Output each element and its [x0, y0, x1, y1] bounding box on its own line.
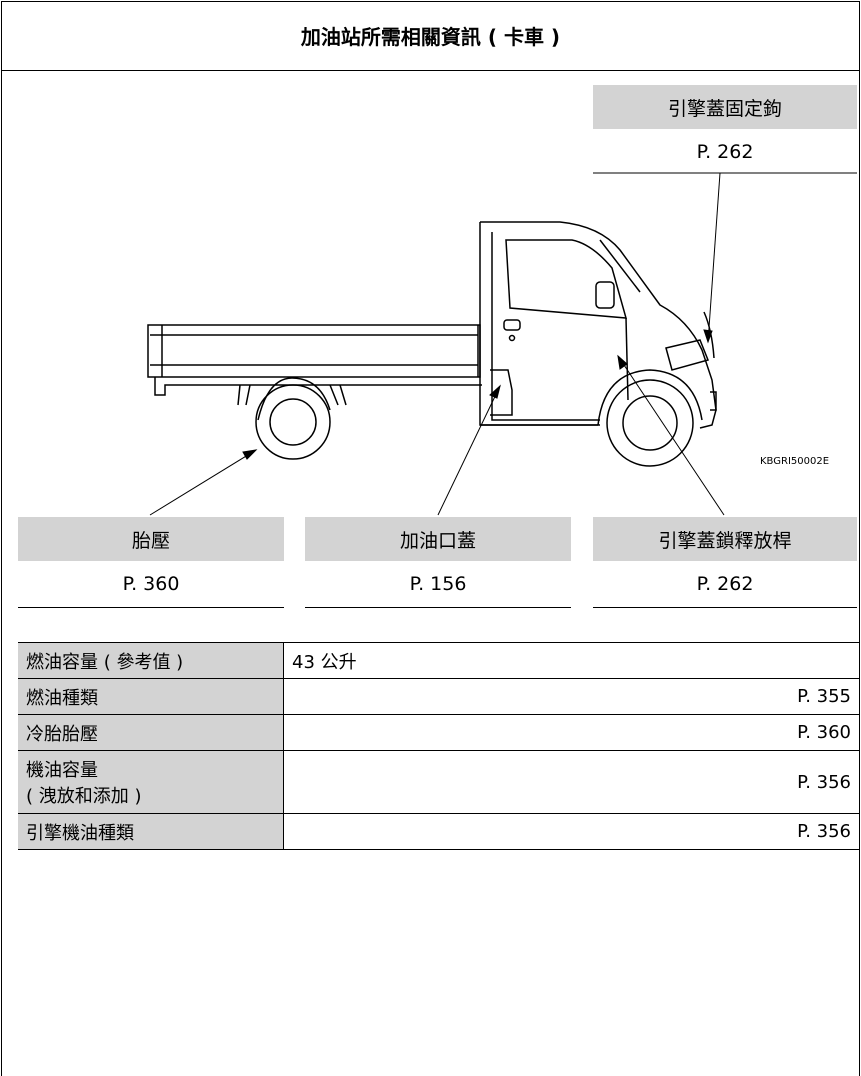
hood-release-page-ref: P. 262: [593, 561, 857, 608]
spec-value: P. 355: [283, 678, 859, 715]
hood-hook-page-ref: P. 262: [696, 140, 754, 163]
spec-value: P. 356: [283, 750, 859, 814]
hood-release-label: 引擎蓋鎖釋放桿: [593, 517, 857, 561]
spec-value: 43 公升: [283, 642, 859, 679]
table-row: 燃油種類 P. 355: [18, 678, 859, 715]
table-row: 冷胎胎壓 P. 360: [18, 714, 859, 751]
truck-illustration: [147, 172, 857, 516]
spec-table: 燃油容量 ( 參考值 ) 43 公升 燃油種類 P. 355 冷胎胎壓 P. 3…: [18, 642, 859, 850]
table-row: 機油容量 ( 洩放和添加 ) P. 356: [18, 750, 859, 814]
fuel-door-page-ref: P. 156: [305, 561, 571, 608]
page-title: 加油站所需相關資訊 ( 卡車 ): [1, 1, 860, 71]
spec-label: 燃油容量 ( 參考值 ): [18, 642, 284, 679]
spec-label: 機油容量 ( 洩放和添加 ): [18, 750, 284, 814]
tire-pressure-page-ref: P. 360: [18, 561, 284, 608]
spec-label: 冷胎胎壓: [18, 714, 284, 751]
spec-value: P. 356: [283, 813, 859, 850]
spec-label: 引擎機油種類: [18, 813, 284, 850]
spec-label: 燃油種類: [18, 678, 284, 715]
spec-value: P. 360: [283, 714, 859, 751]
figure-code: KBGRI50002E: [760, 456, 830, 467]
table-row: 引擎機油種類 P. 356: [18, 813, 859, 850]
hood-hook-label: 引擎蓋固定鉤: [593, 85, 857, 129]
table-row: 燃油容量 ( 參考值 ) 43 公升: [18, 642, 859, 679]
tire-pressure-label: 胎壓: [18, 517, 284, 561]
fuel-door-label: 加油口蓋: [305, 517, 571, 561]
